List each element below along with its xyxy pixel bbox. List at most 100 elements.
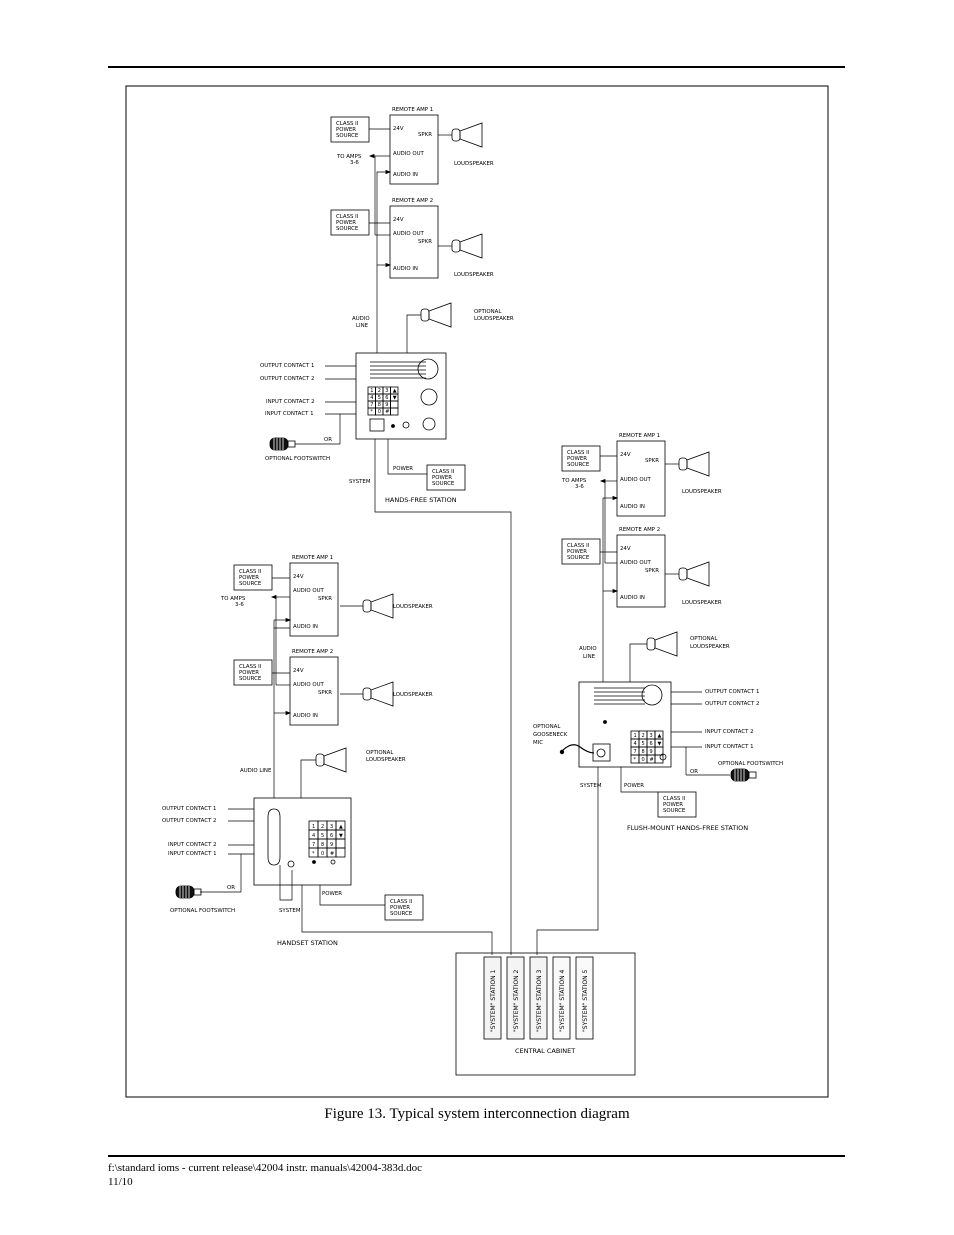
to-amps-label: 3-6 [350, 160, 359, 166]
cabinet-slot-1 [483, 956, 502, 1040]
amp-spkr-label: SPKR [418, 132, 432, 138]
keypad-key-label: 7 [634, 749, 637, 755]
remote-amp-title: REMOTE AMP 1 [392, 107, 433, 113]
wire [406, 314, 421, 353]
keypad-key-label: # [330, 851, 334, 857]
gooseneck-mic-head [559, 749, 565, 755]
audio-line-label: AUDIO [579, 646, 597, 652]
arrow-icon [612, 588, 619, 594]
keypad-key-label: 8 [642, 749, 645, 755]
output-contact-2-label: OUTPUT CONTACT 2 [705, 701, 759, 707]
input-contact-2-label: INPUT CONTACT 2 [168, 842, 217, 848]
loudspeaker-icon [362, 599, 372, 613]
amp-audio-out-label: AUDIO OUT [620, 477, 652, 483]
keypad-key-label: ▲ [658, 733, 662, 739]
keypad-key-label: 7 [312, 842, 315, 848]
keypad-key-label: 9 [385, 402, 388, 408]
status-indicator [402, 421, 410, 429]
keypad-key [335, 847, 346, 858]
keypad-key-label: 4 [370, 395, 373, 401]
status-indicator [287, 860, 295, 868]
amp-audio-out-label: AUDIO OUT [620, 560, 652, 566]
keypad-key-label: 6 [650, 741, 653, 747]
optional-loudspeaker-label: OPTIONAL [366, 750, 393, 756]
footer-file-path: f:\standard ioms - current release\42004… [108, 1162, 423, 1174]
class-ii-power-source [233, 564, 273, 591]
class-ii-power-source [657, 791, 697, 818]
arrow-icon [599, 478, 606, 484]
power-label: POWER [393, 466, 413, 472]
gooseneck-label: MIC [533, 740, 543, 746]
keypad-key-label: 7 [370, 402, 373, 408]
amp-24v-label: 24V [620, 452, 631, 458]
cabinet-slot-4 [552, 956, 571, 1040]
optional-footswitch-label: OPTIONAL FOOTSWITCH [170, 908, 235, 914]
loudspeaker-label: LOUDSPEAKER [393, 604, 433, 610]
flush-mount-station-box [578, 681, 672, 768]
or-label: OR [227, 885, 235, 891]
cabinet-station-2-label: "SYSTEM" STATION 2 [513, 969, 520, 1032]
status-indicator [330, 859, 336, 865]
figure-frame [125, 85, 829, 1098]
loudspeaker-label: LOUDSPEAKER [682, 489, 722, 495]
audio-line-label: LINE [356, 323, 369, 329]
loudspeaker-horn [370, 593, 394, 619]
keypad-key-label: 1 [370, 388, 373, 394]
amp-audio-in-label: AUDIO IN [620, 595, 645, 601]
loudspeaker-label: LOUDSPEAKER [454, 161, 494, 167]
loudspeaker-icon [420, 308, 430, 322]
keypad-key-label: 0 [321, 851, 324, 857]
power-source-label: SOURCE [336, 133, 359, 139]
loudspeaker-horn [370, 681, 394, 707]
power-source-label: POWER [390, 905, 410, 911]
cabinet-slot-3 [529, 956, 548, 1040]
remote-amp-box [616, 440, 666, 517]
system-label: SYSTEM [349, 479, 371, 485]
power-source-label: SOURCE [390, 911, 413, 917]
keypad-key [654, 754, 664, 764]
class-ii-power-source [561, 445, 601, 472]
loudspeaker-horn [459, 233, 483, 259]
central-cabinet-label: CENTRAL CABINET [515, 1047, 575, 1055]
optional-footswitch-label: OPTIONAL FOOTSWITCH [718, 761, 783, 767]
keypad-key-label: 3 [385, 388, 388, 394]
remote-amp-title: REMOTE AMP 1 [292, 555, 333, 561]
wire [620, 767, 658, 793]
audio-line-label: AUDIO [352, 316, 370, 322]
to-amps-label: TO AMPS [220, 596, 246, 602]
keypad-key-label: 2 [378, 388, 381, 394]
optional-loudspeaker-label: OPTIONAL [474, 309, 501, 315]
output-contact-1-label: OUTPUT CONTACT 1 [705, 689, 759, 695]
keypad-key-label: ▼ [339, 833, 343, 839]
power-source-label: POWER [663, 802, 683, 808]
loudspeaker-horn [686, 561, 710, 587]
power-source-label: CLASS II [432, 469, 455, 475]
output-contact-2-label: OUTPUT CONTACT 2 [162, 818, 216, 824]
hands-free-station-box [355, 352, 447, 440]
amp-24v-label: 24V [620, 546, 631, 552]
keypad-key-label: 5 [378, 395, 381, 401]
remote-amp-title: REMOTE AMP 2 [619, 527, 660, 533]
handset-icon [267, 808, 281, 866]
amp-audio-in-label: AUDIO IN [293, 713, 318, 719]
input-contact-1-label: INPUT CONTACT 1 [168, 851, 217, 857]
wire [536, 767, 599, 955]
amp-spkr-label: SPKR [318, 690, 332, 696]
keypad-key-label: 4 [312, 833, 315, 839]
wire [374, 439, 512, 955]
power-source-label: SOURCE [239, 676, 262, 682]
wire [279, 865, 293, 901]
central-cabinet-box [455, 952, 636, 1076]
keypad-key-label: 1 [634, 733, 637, 739]
arrow-icon [285, 617, 292, 623]
power-source-label: POWER [336, 127, 356, 133]
power-label: POWER [322, 891, 342, 897]
system-label: SYSTEM [279, 908, 301, 914]
loudspeaker-icon [451, 128, 461, 142]
wire [301, 885, 493, 955]
class-ii-power-source [330, 209, 370, 236]
arrow-icon [368, 153, 375, 159]
amp-audio-in-label: AUDIO IN [393, 266, 418, 272]
loudspeaker-horn [428, 302, 452, 328]
footswitch-icon [730, 768, 750, 782]
